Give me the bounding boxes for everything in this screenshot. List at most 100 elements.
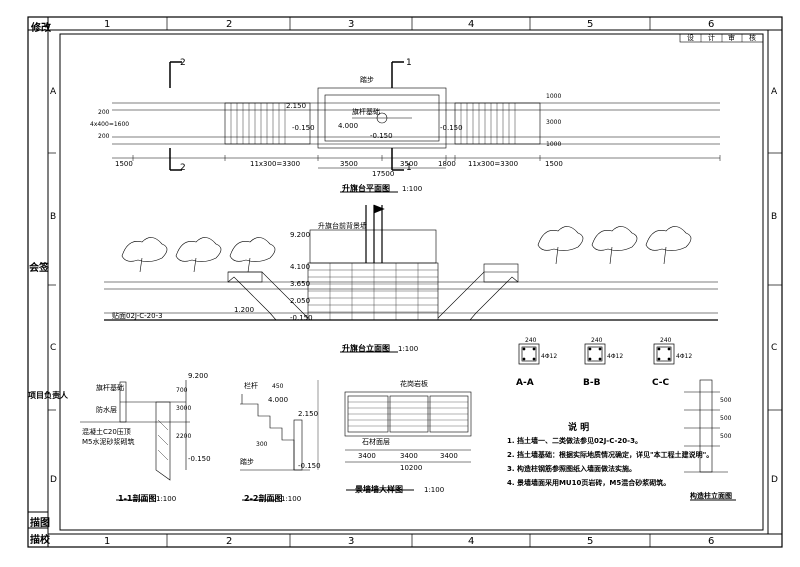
section-mark: 1 (406, 58, 412, 68)
plan-view (112, 61, 721, 193)
note-item: 1. 挡土墙一、二类做法参见02J-C-20-3。 (507, 437, 642, 445)
col-number: 4 (468, 19, 475, 30)
wall-label: 石材面层 (362, 438, 390, 446)
section-1-1 (80, 380, 190, 501)
s11-label: 2200 (176, 433, 192, 440)
s22-label: 450 (272, 383, 284, 390)
plan-top-label: 踏步 (360, 76, 374, 84)
col-number: 2 (226, 536, 233, 547)
plan-dim: 3500 (400, 160, 418, 168)
section-mark: 2 (180, 58, 186, 68)
s11-label: 混凝土C20压顶 (82, 428, 131, 436)
elev-level: 9.200 (290, 231, 311, 239)
row-letter: A (50, 87, 57, 97)
col-number: 6 (708, 536, 715, 547)
elevation-scale: 1:100 (398, 345, 419, 353)
col-number: 3 (348, 536, 355, 547)
s11-label: 旗杆基础 (96, 384, 124, 392)
col-number: 5 (587, 536, 594, 547)
elev-level: -0.150 (290, 314, 313, 322)
section22-scale: 1:100 (281, 495, 302, 503)
stamp-cell: 核 (749, 34, 756, 42)
section11-title: 1-1剖面图 (118, 494, 157, 503)
note-item: 3. 构造柱钢筋参照图纸入墙面做法实施。 (507, 465, 636, 473)
plan-dim: 1500 (545, 160, 563, 168)
note-item: 2. 挡土墙基础：根据实际地质情况确定，详见"本工程土建说明"。 (507, 451, 714, 459)
row-letter: C (771, 343, 778, 353)
notes-heading: 说 明 (568, 423, 590, 433)
row-letter: B (771, 212, 778, 222)
plan-dim: 1500 (115, 160, 133, 168)
row-letter: D (771, 475, 778, 485)
s22-label: -0.150 (298, 462, 321, 470)
column-details (518, 343, 675, 365)
plan-elevation: 4.000 (338, 122, 359, 130)
elev-level: 2.050 (290, 297, 311, 305)
wall-label: 10200 (400, 464, 423, 472)
s11-label: -0.150 (188, 455, 211, 463)
elevation-title: 升旗台立面图 (342, 344, 390, 353)
plan-dim: 11x300=3300 (250, 160, 301, 168)
plan-elevation: -0.150 (292, 124, 315, 132)
plan-dim: 11x300=3300 (468, 160, 519, 168)
row-letter: B (50, 212, 57, 222)
elev-top-label: 升旗台前背景墙 (318, 222, 367, 230)
project-lead-label: 项目负责人 (28, 391, 68, 400)
col-number: 3 (348, 19, 355, 30)
row-letter: D (50, 475, 57, 485)
s22-label: 栏杆 (244, 382, 258, 390)
col-number: 1 (104, 536, 111, 547)
elev-level: 1.200 (234, 306, 255, 314)
note-item: 4. 景墙墙面采用MU10页岩砖，M5混合砂浆砌筑。 (507, 479, 671, 487)
col-elev-dim: 500 (720, 433, 732, 440)
detail-dim: 4Φ12 (541, 353, 558, 360)
flagpole-label: 旗杆基础 (352, 108, 380, 116)
col-elev-dim: 500 (720, 415, 732, 422)
plan-dim: 3500 (340, 160, 358, 168)
column-elevation (684, 379, 736, 501)
outer-frame (27, 16, 783, 548)
s22-label: 2.150 (298, 410, 319, 418)
s11-label: 3000 (176, 405, 192, 412)
s11-label: 700 (176, 387, 188, 394)
plan-side-dim: 4x400=1600 (90, 121, 130, 128)
s11-label: 9.200 (188, 372, 209, 380)
elev-left-label: 贴面02J-C-20-3 (112, 312, 163, 320)
col-elev-dim: 500 (720, 397, 732, 404)
section-mark: 2 (180, 163, 186, 173)
wall-label: 花岗岩板 (400, 380, 428, 388)
row-letter: A (771, 87, 778, 97)
plan-elevation: 2.150 (286, 102, 307, 110)
s22-label: 300 (256, 441, 268, 448)
section11-scale: 1:100 (156, 495, 177, 503)
detail-dim: 240 (525, 337, 537, 344)
revise-label: 修改 (31, 23, 51, 34)
detail-dim: 240 (660, 337, 672, 344)
plan-total-dim: 17500 (372, 170, 395, 178)
plan-side-dim: 200 (98, 109, 110, 116)
detail-dim: 4Φ12 (607, 353, 624, 360)
wall-label: 3400 (440, 452, 458, 460)
elev-level: 3.650 (290, 280, 311, 288)
detail-dim: 4Φ12 (676, 353, 693, 360)
section-2-2 (240, 380, 319, 501)
s22-label: 4.000 (268, 396, 289, 404)
elev-level: 4.100 (290, 263, 311, 271)
row-letter: C (50, 343, 57, 353)
stamp-cell: 设 (687, 34, 694, 42)
plan-title: 升旗台平面图 (342, 184, 390, 193)
column-elev-title: 构造柱立面图 (690, 492, 732, 500)
section22-title: 2-2剖面图 (244, 494, 283, 503)
detail-cc: C-C (652, 378, 670, 388)
stamp-cell: 计 (708, 34, 715, 42)
col-number: 6 (708, 19, 715, 30)
plan-elevation: -0.150 (440, 124, 463, 132)
plan-dim: 1800 (438, 160, 456, 168)
plan-side-dim: 1000 (546, 93, 562, 100)
s11-label: 防水层 (96, 406, 117, 414)
section-mark: 1 (406, 163, 412, 173)
countersign-label: 会签 (29, 263, 49, 274)
col-number: 5 (587, 19, 594, 30)
stamp-box (679, 33, 764, 43)
